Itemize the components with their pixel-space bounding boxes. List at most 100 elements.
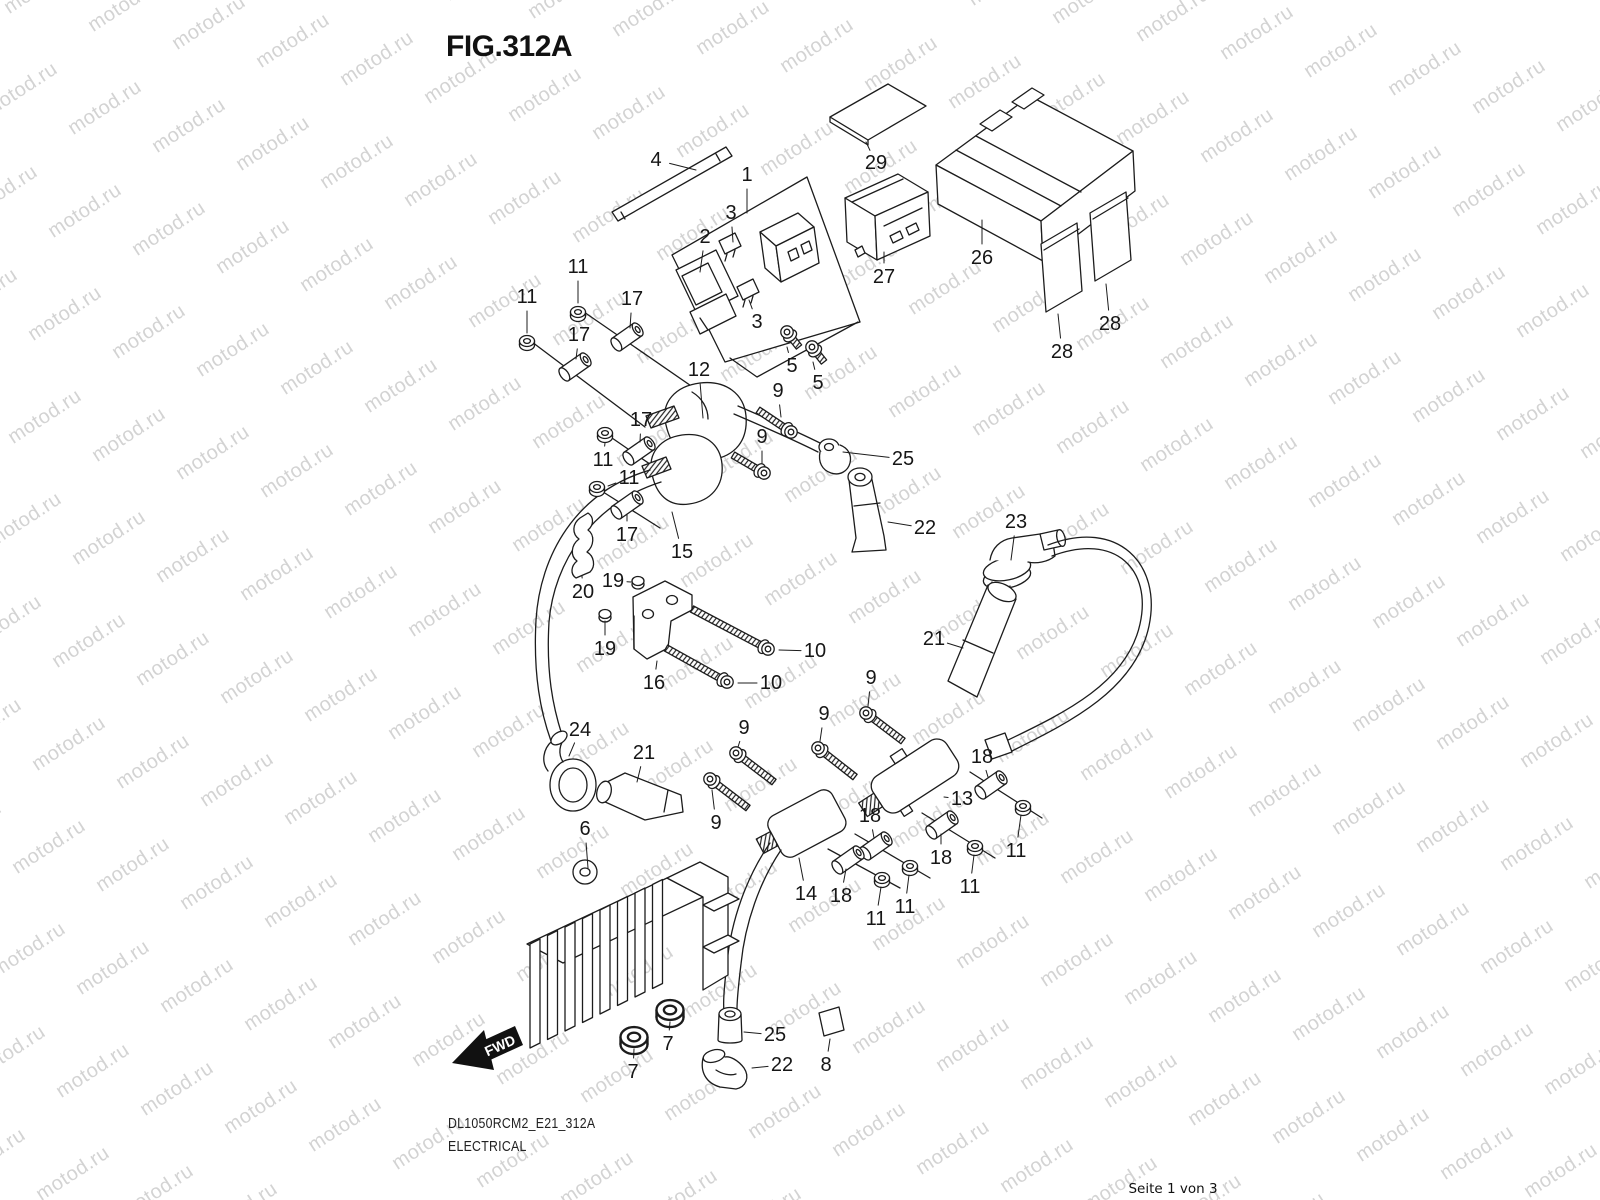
regulator-fin	[546, 929, 559, 1041]
part-callout-18: 18	[970, 746, 994, 768]
regulator-fin	[616, 895, 629, 1007]
part-callout-11: 11	[894, 896, 916, 918]
part-8-cushion	[818, 1006, 845, 1037]
hardware-layer	[518, 305, 1032, 1056]
part-16-bracket	[632, 580, 693, 660]
spacer	[610, 490, 644, 520]
nut	[518, 334, 536, 352]
fuse-box-relay	[759, 212, 820, 283]
part-callout-21: 21	[922, 628, 946, 650]
harness-wire	[729, 321, 859, 378]
spacer	[974, 770, 1008, 800]
part-callout-13: 13	[950, 788, 974, 810]
part-callout-9: 9	[756, 426, 768, 448]
part-callout-9: 9	[710, 812, 722, 834]
bolt	[689, 605, 775, 656]
part-4-trim-strip	[611, 146, 733, 222]
part-callout-17: 17	[615, 524, 639, 546]
part-callout-3: 3	[725, 202, 737, 224]
part-1-fuse-box-assembly	[671, 176, 861, 363]
part-callout-27: 27	[872, 266, 896, 288]
part-callout-23: 23	[1004, 511, 1028, 533]
spacer	[558, 352, 592, 382]
spacer	[831, 845, 865, 875]
part-3-fuse	[718, 232, 742, 262]
part-callout-16: 16	[642, 672, 666, 694]
part-25-plug-joint-upper	[818, 438, 852, 475]
bolt	[730, 451, 771, 480]
part-29-cushion-sheet	[829, 83, 927, 146]
part-callout-24: 24	[568, 719, 592, 741]
part-21-plug-boot-left	[596, 772, 684, 821]
part-callout-12: 12	[687, 359, 711, 381]
regulator-fin	[634, 887, 646, 998]
regulator-fin	[599, 904, 611, 1015]
part-27-relay	[844, 173, 931, 261]
part-callout-9: 9	[865, 667, 877, 689]
part-callout-17: 17	[620, 288, 644, 310]
part-callout-28: 28	[1050, 341, 1074, 363]
part-callout-17: 17	[567, 324, 591, 346]
part-22-plug-cap-lower	[701, 1048, 748, 1090]
regulator-fin	[564, 921, 576, 1032]
part-24-plug-cap-left	[543, 730, 597, 812]
bolt	[729, 746, 777, 786]
regulator-fin	[581, 912, 594, 1024]
part-callout-22: 22	[913, 517, 937, 539]
part-callout-4: 4	[650, 149, 662, 171]
plug-lead-lower	[722, 842, 782, 1013]
part-callout-9: 9	[772, 380, 784, 402]
part-callout-11: 11	[618, 467, 640, 489]
part-20-clamp	[571, 512, 595, 579]
drawing-code: DL1050RCM2_E21_312A	[448, 1116, 596, 1132]
part-callout-11: 11	[567, 256, 589, 278]
nut	[588, 480, 606, 498]
part-callout-14: 14	[794, 883, 818, 905]
part-14-ignition-coil	[755, 789, 847, 858]
part-callout-11: 11	[516, 286, 538, 308]
part-callout-10: 10	[759, 672, 783, 694]
part-callout-9: 9	[818, 703, 830, 725]
part-callout-9: 9	[738, 717, 750, 739]
part-25-plug-joint-lower	[717, 1006, 743, 1044]
part-callout-3: 3	[751, 311, 763, 333]
section-title: ELECTRICAL	[448, 1139, 527, 1155]
part-callout-18: 18	[829, 885, 853, 907]
part-callout-29: 29	[864, 152, 888, 174]
part-callout-5: 5	[812, 372, 824, 394]
part-3-fuse	[736, 278, 760, 308]
nut	[569, 305, 587, 323]
part-callout-20: 20	[571, 581, 595, 603]
nut	[1014, 799, 1032, 817]
bolt	[663, 644, 734, 689]
bolt	[755, 406, 798, 439]
part-22-plug-cap-upper	[847, 467, 887, 553]
breather-hose	[984, 536, 1152, 760]
part-28-cushion-pad	[1089, 191, 1132, 282]
bolt	[805, 340, 828, 365]
part-callout-11: 11	[592, 449, 614, 471]
bolt	[811, 741, 858, 781]
part-callout-6: 6	[579, 818, 591, 840]
leader-lines	[526, 141, 1110, 1069]
part-6-regulator-rectifier	[526, 859, 740, 1049]
part-21-plug-boot-right	[947, 581, 1017, 698]
part-callout-25: 25	[763, 1024, 787, 1046]
part-callout-18: 18	[929, 847, 953, 869]
cap	[598, 608, 612, 623]
bolt	[859, 706, 906, 745]
figure-title: FIG.312A	[446, 30, 573, 63]
spacer	[622, 436, 656, 466]
part-callout-25: 25	[891, 448, 915, 470]
part-28-cushion-pad	[1040, 222, 1083, 313]
part-callout-11: 11	[959, 876, 981, 898]
spacer	[925, 810, 959, 840]
nut	[901, 859, 919, 877]
part-callout-19: 19	[593, 638, 617, 660]
part-callout-8: 8	[820, 1054, 832, 1076]
part-callout-28: 28	[1098, 313, 1122, 335]
part-callout-1: 1	[741, 164, 753, 186]
part-12-ignition-coil-front	[641, 381, 747, 506]
regulator-fin	[651, 878, 664, 990]
